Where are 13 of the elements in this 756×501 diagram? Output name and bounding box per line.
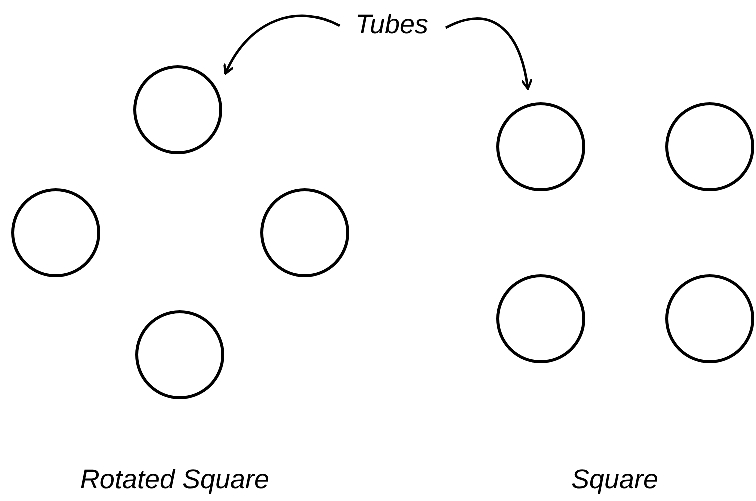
tube-circle xyxy=(496,102,586,192)
tube-circle xyxy=(133,65,223,155)
caption-label: Square xyxy=(571,464,659,496)
tube-circle xyxy=(11,188,101,278)
callout-text: Tubes xyxy=(355,10,429,40)
curved-arrow xyxy=(224,14,341,75)
tube-circle xyxy=(260,188,350,278)
tube-circle xyxy=(496,274,586,364)
tube-circle xyxy=(665,102,755,192)
caption-label: Rotated Square xyxy=(80,464,270,496)
tube-circle xyxy=(135,310,225,400)
tube-circle xyxy=(665,274,755,364)
curved-arrow xyxy=(445,18,533,90)
